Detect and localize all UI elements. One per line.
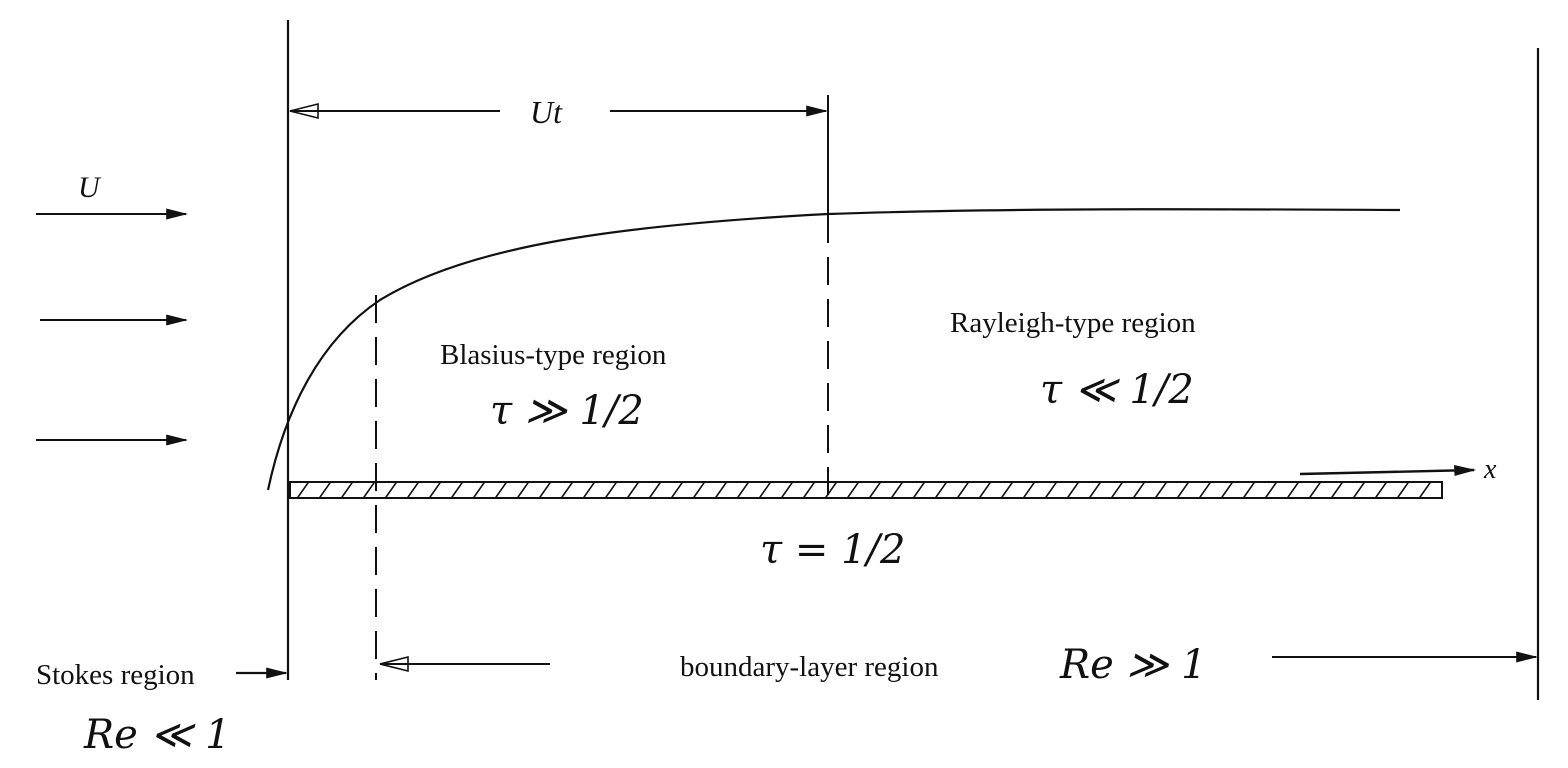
blasius-region-label: Blasius-type region bbox=[440, 339, 667, 371]
transition-label: τ = 1/2 bbox=[760, 527, 905, 573]
boundary-layer-region-label: boundary-layer region bbox=[680, 651, 939, 683]
flat-plate bbox=[289, 481, 1443, 499]
boundary-layer-arrow-left-head bbox=[379, 655, 409, 673]
x-axis-label: x bbox=[1483, 454, 1497, 485]
boundary-layer-condition-label: Re ≫ 1 bbox=[1059, 642, 1207, 688]
stokes-region-label: Stokes region bbox=[36, 659, 195, 691]
x-axis-arrow bbox=[1299, 464, 1477, 476]
ut-arrow-left-head bbox=[289, 102, 319, 120]
boundary-layer-edge-curve bbox=[266, 208, 1401, 491]
rayleigh-condition-label: τ ≪ 1/2 bbox=[1040, 367, 1194, 413]
stokes-condition-label: Re ≪ 1 bbox=[83, 712, 231, 758]
u-label: U bbox=[78, 171, 102, 204]
blasius-condition-label: τ ≫ 1/2 bbox=[490, 388, 644, 434]
ut-label: Ut bbox=[530, 94, 563, 130]
rayleigh-region-label: Rayleigh-type region bbox=[950, 307, 1196, 339]
